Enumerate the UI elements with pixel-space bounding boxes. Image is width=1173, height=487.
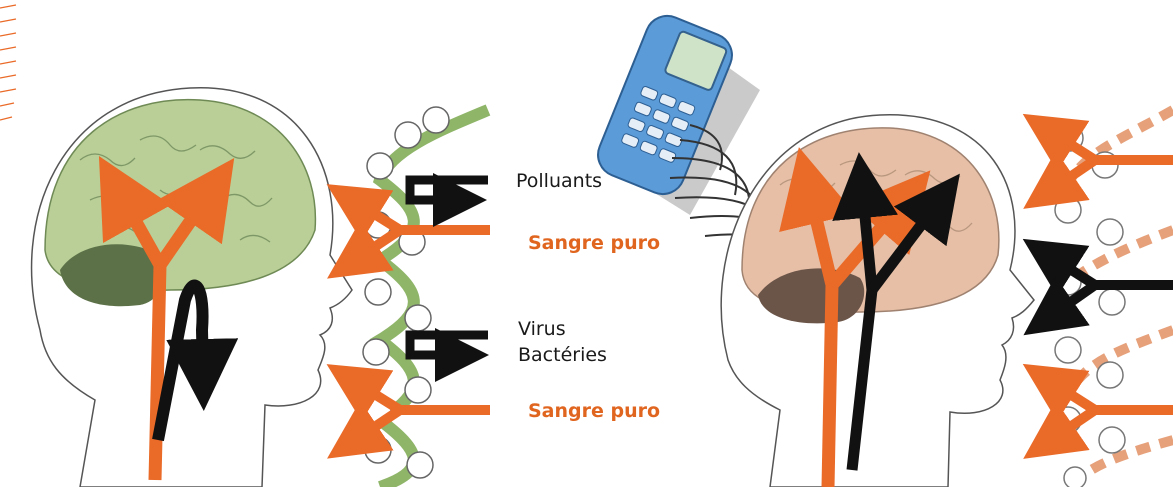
edge-dashes <box>0 5 16 120</box>
label-blood-bottom: Sangre puro <box>528 402 660 421</box>
label-pollutants: Polluants <box>516 170 602 193</box>
left-head-icon <box>32 88 352 487</box>
right-head-icon <box>721 115 1034 487</box>
right-vessel-wall <box>1048 110 1173 487</box>
left-vessel-wall <box>352 107 490 487</box>
label-bacteria: Bactéries <box>518 344 607 367</box>
label-virus: Virus <box>518 318 566 341</box>
label-blood-top: Sangre puro <box>528 234 660 253</box>
